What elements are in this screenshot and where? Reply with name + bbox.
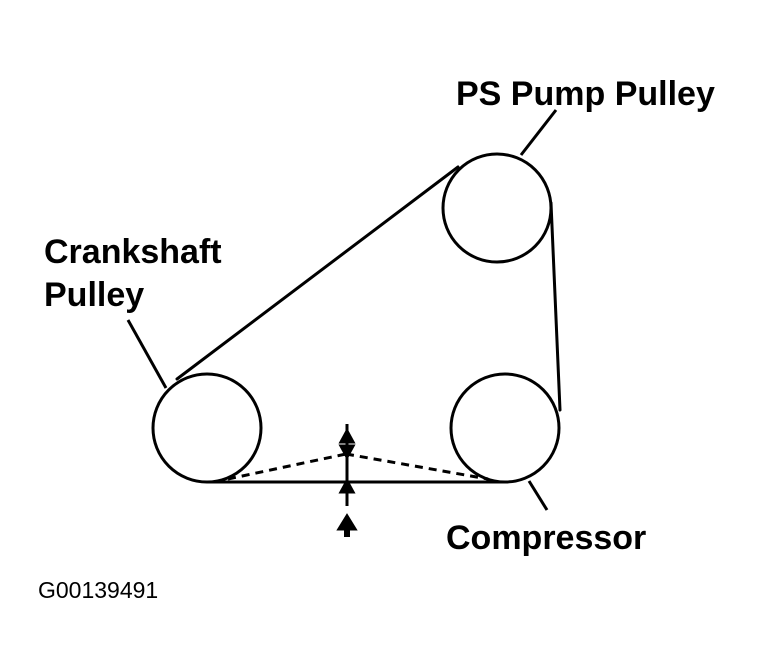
deflected-belt-right <box>345 452 489 481</box>
arrow-up-icon <box>338 477 356 494</box>
leader-crankshaft <box>126 319 168 389</box>
leader-lines <box>126 109 558 511</box>
belt-deflection-indicator <box>227 452 489 481</box>
arrow-down-icon <box>338 444 356 461</box>
ps-pump-pulley-label: PS Pump Pulley <box>456 75 715 113</box>
crankshaft-pulley-label-line1: Crankshaft <box>44 233 222 271</box>
arrow-up-icon <box>338 427 356 444</box>
deflected-belt-left <box>227 452 347 481</box>
leader-compressor <box>527 480 549 511</box>
drive-belt <box>175 165 562 484</box>
belt-segment-ps-pump-to-compressor <box>549 201 562 412</box>
figure-code: G00139491 <box>38 577 158 603</box>
deflection-arrows <box>336 424 358 537</box>
pulleys <box>151 152 561 484</box>
leader-ps-pump <box>519 109 558 156</box>
compressor-pulley <box>449 372 561 484</box>
ps-pump-pulley <box>441 152 553 264</box>
compressor-label: Compressor <box>446 519 646 557</box>
crankshaft-pulley-label-line2: Pulley <box>44 276 144 314</box>
belt-segment-crankshaft-to-ps-pump <box>175 165 460 381</box>
crankshaft-pulley <box>151 372 263 484</box>
